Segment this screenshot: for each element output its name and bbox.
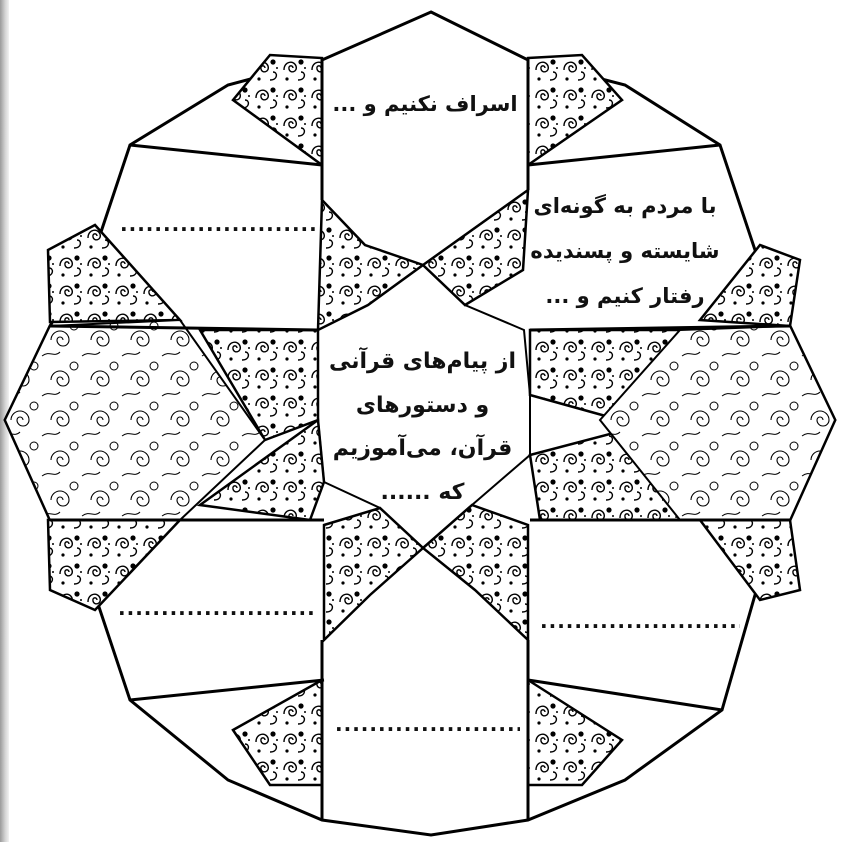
center-line: و دستورهای <box>320 384 525 428</box>
right-cell-text: با مردم به گونه‌ای شایسته و پسندیده رفتا… <box>525 184 725 319</box>
blank-bottom[interactable]: ................................. <box>335 712 520 736</box>
center-line: از پیام‌های قرآنی <box>320 340 525 384</box>
blank-upper-left[interactable]: ................................... <box>120 212 315 236</box>
blank-lower-left[interactable]: ................................... <box>118 596 313 620</box>
right-cell-line: رفتار کنیم و ... <box>525 274 725 319</box>
top-cell-text: اسراف نکنیم و ... <box>325 92 525 116</box>
center-line: قرآن، می‌آموزیم <box>320 427 525 471</box>
blank-lower-right[interactable]: ................................... <box>540 609 740 633</box>
center-star-text: از پیام‌های قرآنی و دستورهای قرآن، می‌آم… <box>320 340 525 514</box>
right-cell-line: شایسته و پسندیده <box>525 229 725 274</box>
center-line: که ...... <box>320 471 525 515</box>
right-cell-line: با مردم به گونه‌ای <box>525 184 725 229</box>
